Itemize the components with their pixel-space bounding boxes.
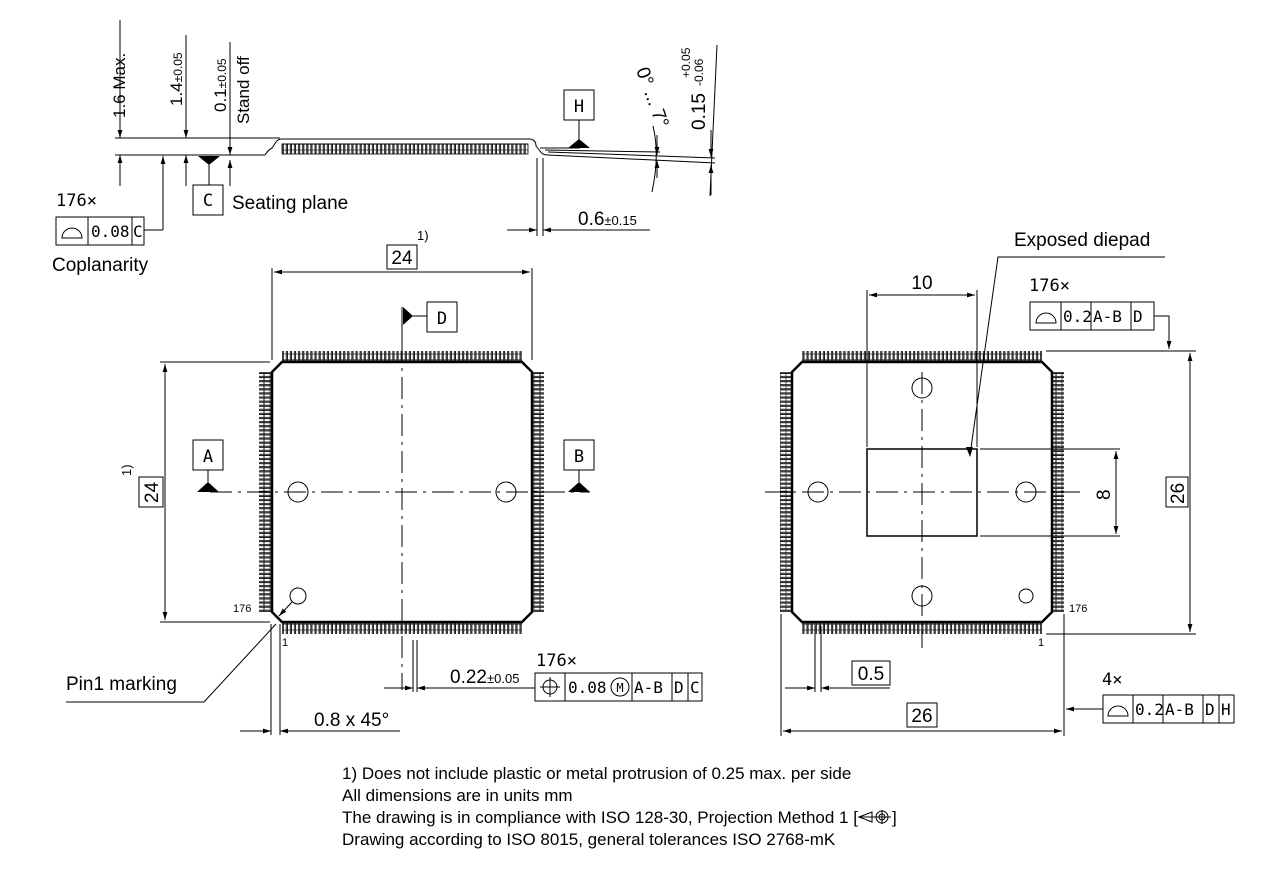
svg-text:A-B: A-B [1165, 700, 1194, 719]
pad-width: 10 [911, 273, 932, 294]
datum-b: B [574, 447, 584, 467]
lead-width: 0.22±0.05 [450, 667, 519, 688]
drawing-notes: 1) Does not include plastic or metal pro… [342, 763, 897, 851]
svg-text:D: D [674, 678, 684, 697]
svg-text:D: D [1205, 700, 1215, 719]
mmc-modifier-icon [610, 677, 630, 697]
datum-a: A [203, 447, 213, 467]
pin-176-label: 176 [1069, 603, 1087, 615]
exposed-diepad [866, 448, 978, 537]
angle-label: 0° ... 7° [631, 65, 672, 131]
svg-text:1): 1) [119, 464, 134, 476]
profile2-count: 4× [1102, 670, 1122, 690]
top-view: 24 1) D 24 1) A B 176 1 Pin1 marking [66, 228, 703, 735]
profile-surface-icon [1107, 705, 1129, 717]
profile-surface-icon [61, 227, 83, 239]
svg-text:+0.05: +0.05 [679, 47, 693, 78]
svg-text:A-B: A-B [1093, 307, 1122, 326]
note-tolerances: Drawing according to ISO 8015, general t… [342, 830, 836, 849]
pin1-dot [289, 587, 307, 605]
profile-surface-icon [1035, 312, 1057, 324]
position-count: 176× [536, 651, 577, 671]
dim-standoff: 0.1±0.05 [211, 58, 230, 112]
span-height: 26 [1168, 483, 1189, 504]
pad-height: 8 [1094, 489, 1115, 500]
width-dim: 24 [391, 248, 413, 269]
seating-plane-label: Seating plane [232, 193, 348, 214]
projection-method-icon [857, 810, 891, 824]
exposed-pad-label: Exposed diepad [1014, 230, 1150, 251]
position-value: 0.08 [568, 678, 607, 697]
note-projection: The drawing is in compliance with ISO 12… [342, 808, 897, 827]
datum-h: H [574, 97, 584, 117]
svg-text:D: D [1133, 307, 1143, 326]
datum-triangle-icon [403, 307, 413, 325]
datum-triangle-icon [568, 482, 590, 492]
svg-text:M: M [616, 681, 623, 695]
coplanarity-label: Coplanarity [52, 255, 149, 276]
chamfer-dim: 0.8 x 45° [314, 710, 389, 731]
dim-body-height: 1.4±0.05 [167, 52, 186, 106]
package-body [790, 360, 1054, 624]
datum-c: C [203, 191, 213, 211]
note-units: All dimensions are in units mm [342, 786, 573, 805]
height-dim: 24 [142, 481, 163, 503]
pitch-dim: 0.5 [858, 664, 884, 685]
pin1-label: Pin1 marking [66, 674, 177, 695]
coplanarity-count: 176× [56, 191, 97, 211]
note-footnote: 1) Does not include plastic or metal pro… [342, 764, 852, 783]
pin-1-label: 1 [282, 637, 288, 649]
dim-max-height: 1.6 Max. [110, 53, 129, 118]
svg-text:C: C [133, 222, 143, 241]
datum-triangle-icon [197, 482, 219, 492]
svg-text:0.2: 0.2 [1135, 700, 1164, 719]
svg-text:1): 1) [417, 228, 429, 243]
datum-triangle-icon [198, 156, 220, 165]
span-width: 26 [911, 706, 932, 727]
pin-176-label: 176 [233, 603, 251, 615]
profile-count: 176× [1029, 276, 1070, 296]
bottom-view: Exposed diepad 10 8 26 176× 0.2 A-B D 17… [765, 230, 1235, 736]
svg-text:C: C [690, 678, 700, 697]
side-view: 1.6 Max. 1.4±0.05 0.1±0.05 Stand off C S… [52, 20, 718, 276]
pin-1-label: 1 [1038, 637, 1044, 649]
datum-triangle-icon [568, 139, 590, 148]
svg-text:H: H [1221, 700, 1231, 719]
position-icon [540, 677, 560, 697]
coplanarity-value: 0.08 [91, 222, 130, 241]
foot-length: 0.6±0.15 [578, 209, 637, 230]
svg-text:0.2: 0.2 [1063, 307, 1092, 326]
lead-thickness: 0.15 [689, 93, 710, 130]
svg-text:-0.06: -0.06 [692, 58, 706, 86]
standoff-label: Stand off [234, 56, 253, 124]
package-body [270, 360, 534, 624]
svg-text:A-B: A-B [634, 678, 663, 697]
datum-d: D [437, 309, 447, 329]
